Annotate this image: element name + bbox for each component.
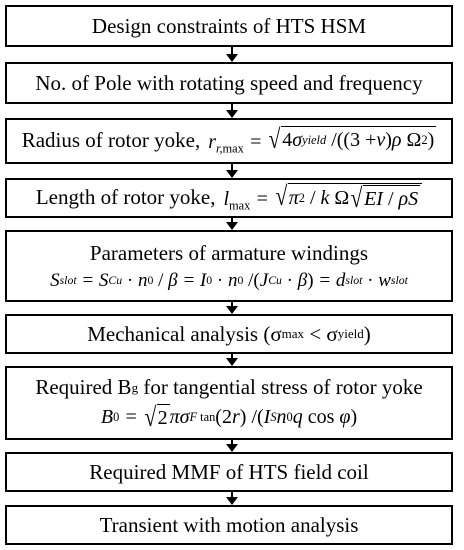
step-required-bg-label: Required B <box>35 375 132 399</box>
arrow-down-icon <box>222 492 242 505</box>
step-mechanical-analysis-label: Mechanical analysis <box>87 321 259 346</box>
step-number-of-poles-label: No. of Pole with rotating speed and freq… <box>35 70 423 95</box>
arrow-down-icon <box>222 164 242 178</box>
step-design-constraints: Design constraints of HTS HSM <box>5 5 453 47</box>
step-required-mmf: Required MMF of HTS field coil <box>5 452 453 492</box>
arrow-down-icon <box>222 47 242 62</box>
arrow-down-icon <box>222 104 242 118</box>
sigma-max-subscript: max <box>281 326 305 341</box>
step-required-mmf-label: Required MMF of HTS field coil <box>89 459 369 484</box>
step-number-of-poles: No. of Pole with rotating speed and freq… <box>5 62 453 104</box>
sigma-symbol: σ <box>326 321 338 346</box>
arrow-down-icon <box>222 440 242 452</box>
step-rotor-length-label: Length of rotor yoke, <box>35 185 216 210</box>
step-transient-analysis-label: Transient with motion analysis <box>99 512 359 537</box>
less-than-symbol: < <box>309 321 322 346</box>
step-rotor-radius-label: Radius of rotor yoke, <box>21 128 201 153</box>
arrow-down-icon <box>222 302 242 314</box>
sigma-yield-subscript: yield <box>337 326 364 341</box>
step-armature-windings-label: Parameters of armature windings <box>89 240 369 265</box>
arrow-down-icon <box>222 354 242 366</box>
step-design-constraints-label: Design constraints of HTS HSM <box>91 13 367 38</box>
arrow-down-icon <box>222 218 242 230</box>
required-bg-rest: for tangential stress of rotor yoke <box>143 375 423 399</box>
sigma-symbol: σ <box>270 321 282 346</box>
step-transient-analysis: Transient with motion analysis <box>5 505 453 545</box>
bg-subscript: g <box>131 379 139 395</box>
